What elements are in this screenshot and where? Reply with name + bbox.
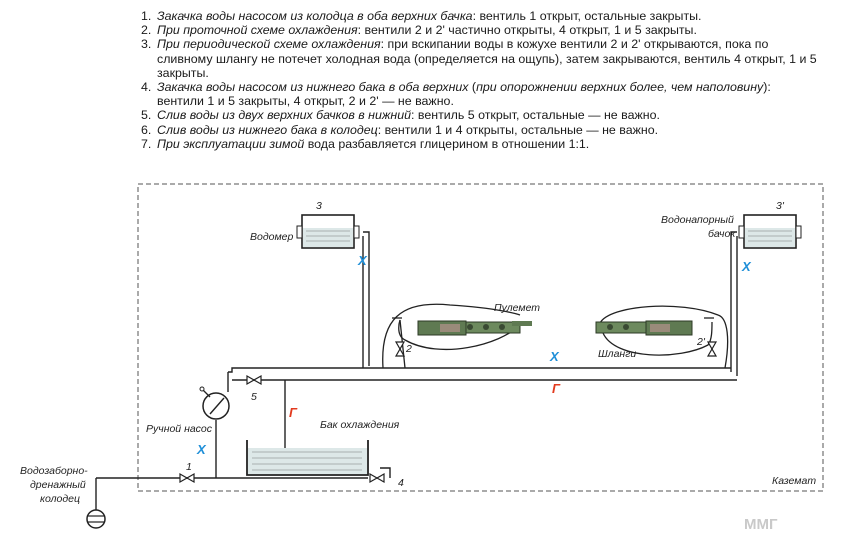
valve-2p [706, 341, 718, 357]
valve-5 [246, 374, 262, 386]
hand-pump [199, 386, 230, 420]
machine-gun-left [417, 320, 532, 336]
instruction-item: 4. Закачка воды насосом из нижнего бака в… [141, 80, 821, 108]
valve-2 [394, 341, 406, 357]
instruction-text: Слив воды из двух верхних бачков в нижни… [157, 108, 821, 122]
valve-5-label: 5 [251, 391, 257, 403]
cooling-tank-label: Бак охлаждения [320, 419, 400, 431]
instruction-emphasis: Закачка воды насосом из нижнего бака в о… [157, 80, 469, 95]
instruction-number: 6. [141, 122, 152, 137]
hoses-right [599, 305, 729, 369]
pipes [95, 231, 738, 510]
instruction-item: 6. Слив воды из нижнего бака в колодец: в… [141, 123, 821, 137]
instruction-rest-2: ): вентили 1 и 5 закрыты, 4 открыт, 2 и … [157, 80, 771, 109]
instruction-rest: вода разбавляется глицерином в отношении… [304, 136, 590, 151]
tank3-number: 3 [316, 200, 322, 212]
instruction-item: 5. Слив воды из двух верхних бачков в ниж… [141, 108, 821, 122]
watermark: ММГ [744, 516, 778, 533]
instruction-rest: : вентили 2 и 2' частично открыты, 4 отк… [357, 23, 697, 38]
machine-gun-label: Пулемет [494, 302, 540, 314]
cooling-tank [246, 440, 369, 476]
well-symbol [86, 509, 106, 529]
instruction-emphasis: При эксплуатации зимой [157, 136, 305, 151]
instruction-item: 2. При проточной схеме охлаждения: вентил… [141, 23, 821, 37]
pump-label: Ручной насос [146, 423, 213, 435]
instruction-text: При эксплуатации зимой вода разбавляется… [157, 137, 821, 151]
valve-2-label: 2 [405, 343, 412, 355]
instruction-text: При периодической схеме охлаждения: при … [157, 37, 821, 80]
machine-gun-right [595, 320, 693, 336]
instruction-item: 3. При периодической схеме охлаждения: пр… [141, 37, 821, 80]
instruction-rest: ( [468, 80, 477, 95]
instruction-rest: : вентиль 5 открыт, остальные — не важно… [411, 108, 660, 123]
well-label-line1: Водозаборно- [20, 465, 88, 477]
valve-2p-label: 2' [696, 336, 706, 348]
well-label-line3: колодец [40, 493, 80, 505]
valve-4-label: 4 [398, 477, 404, 489]
cold-mark-tank3p: Х [741, 259, 752, 274]
tank3p-number: 3' [776, 200, 785, 212]
cold-mark-tank3: Х [357, 253, 368, 268]
hot-mark-tank: Г [289, 405, 298, 420]
hot-mark-main: Г [552, 381, 561, 396]
instruction-rest: : при вскипании воды в кожухе вентили 2 … [157, 37, 817, 80]
valve-1-label: 1 [186, 461, 192, 473]
tank3p-name-line2: бачок [708, 228, 736, 240]
valve-4 [369, 472, 385, 484]
instruction-emphasis: Закачка воды насосом из колодца в оба ве… [157, 9, 473, 23]
instruction-number: 1. [141, 9, 152, 23]
instruction-text: Закачка воды насосом из нижнего бака в о… [157, 80, 821, 108]
upper-tank-3p [738, 214, 802, 249]
instruction-number: 4. [141, 80, 152, 95]
instruction-rest: : вентили 1 и 4 открыты, остальные — не … [377, 122, 659, 137]
cold-mark-pump: Х [196, 442, 207, 457]
instruction-item: 1. Закачка воды насосом из колодца в оба … [141, 9, 821, 23]
instruction-text: При проточной схеме охлаждения: вентили … [157, 23, 821, 37]
instruction-rest: : вентиль 1 открыт, остальные закрыты. [472, 9, 702, 23]
instruction-emphasis-2: при опорожнении верхних более, чем напол… [476, 80, 764, 95]
instruction-emphasis: При периодической схеме охлаждения [157, 37, 381, 52]
instruction-text: Слив воды из нижнего бака в колодец: вен… [157, 123, 821, 137]
upper-tank-3 [296, 214, 360, 249]
casemate-label: Каземат [772, 475, 816, 487]
instruction-number: 3. [141, 37, 152, 52]
well-label-line2: дренажный [30, 479, 86, 491]
tank3p-name-line1: Водонапорный [661, 214, 734, 226]
instruction-item: 7. При эксплуатации зимой вода разбавляет… [141, 137, 821, 151]
instruction-emphasis: Слив воды из нижнего бака в колодец [157, 122, 378, 137]
instruction-text: Закачка воды насосом из колодца в оба ве… [157, 9, 821, 23]
instruction-number: 7. [141, 136, 152, 151]
valve-1 [179, 472, 195, 484]
tank3-name: Водомер [250, 231, 294, 243]
instruction-number: 2. [141, 23, 152, 38]
instruction-emphasis: При проточной схеме охлаждения [157, 23, 358, 38]
instruction-number: 5. [141, 108, 152, 123]
hoses-label: Шланги [598, 348, 636, 360]
instructions-list: 1. Закачка воды насосом из колодца в оба … [141, 9, 821, 151]
cold-mark-main: Х [549, 349, 560, 364]
instruction-emphasis: Слив воды из двух верхних бачков в нижни… [157, 108, 412, 123]
